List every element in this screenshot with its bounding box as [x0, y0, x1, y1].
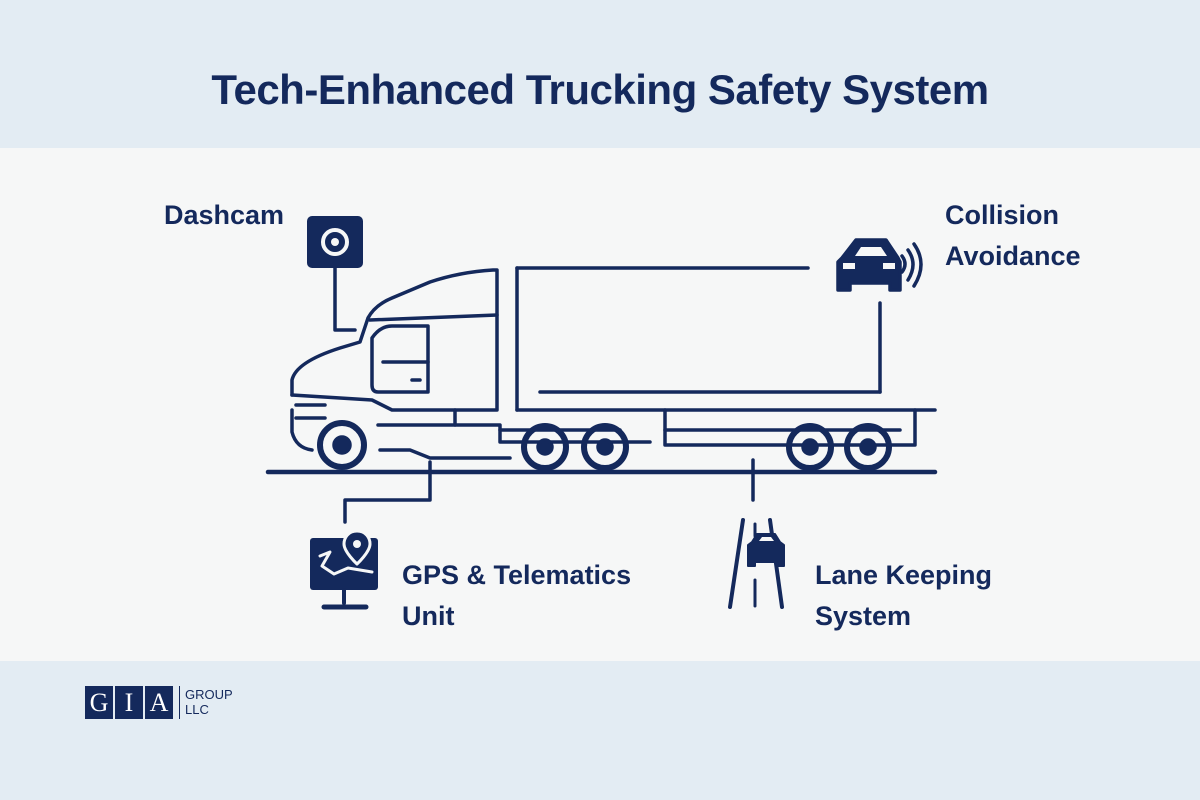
lane-label-line-2: System: [815, 601, 912, 631]
car-radar-icon: [836, 238, 923, 292]
collision-label-line-1: Collision: [945, 200, 1059, 230]
collision-label-line-2: Avoidance: [945, 241, 1081, 271]
cab-window: [370, 324, 430, 394]
company-logo: G I A GROUP LLC: [85, 686, 233, 719]
wheel-drive-2: [581, 423, 629, 471]
semi-truck-icon: [290, 266, 937, 471]
diagram-panel: [0, 148, 1200, 661]
wheel-trailer-2: [844, 423, 892, 471]
gps-label-line-1: GPS & Telematics: [402, 560, 632, 590]
header-band: Tech-Enhanced Trucking Safety System: [0, 0, 1200, 148]
wheel-drive-1: [521, 423, 569, 471]
gps-label-line-2: Unit: [402, 601, 455, 631]
logo-letter-a: A: [145, 686, 173, 719]
gps-monitor-icon: [310, 529, 378, 610]
dashcam-label: Dashcam: [164, 200, 285, 230]
logo-line-1: GROUP: [185, 687, 233, 702]
gps-connector: [343, 460, 432, 524]
wheel-trailer-1: [786, 423, 834, 471]
dashcam-connector: [333, 266, 357, 332]
wheel-front: [317, 420, 367, 470]
gps-telematics-label: GPS & Telematics Unit: [402, 555, 631, 637]
logo-subtitle: GROUP LLC: [185, 686, 233, 719]
lane-keeping-label: Lane Keeping System: [815, 555, 992, 637]
tractor-cab: [290, 268, 499, 412]
camera-icon: [307, 216, 363, 268]
logo-letter-i: I: [115, 686, 143, 719]
collision-avoidance-label: Collision Avoidance: [945, 195, 1081, 277]
logo-divider: [179, 686, 180, 719]
lane-label-line-1: Lane Keeping: [815, 560, 993, 590]
logo-letter-g: G: [85, 686, 113, 719]
page-title: Tech-Enhanced Trucking Safety System: [211, 66, 989, 113]
footer-band: [0, 661, 1200, 800]
lane-road-icon: [728, 518, 785, 609]
logo-line-2: LLC: [185, 702, 209, 717]
